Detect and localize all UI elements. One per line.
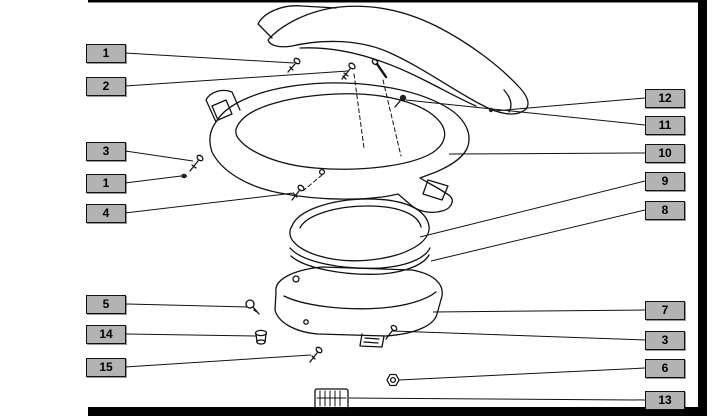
assembly-axis-lines bbox=[303, 73, 402, 191]
leader-lines bbox=[124, 52, 646, 401]
connector-part-13 bbox=[314, 388, 349, 409]
callout-7: 7 bbox=[645, 301, 685, 320]
nut-part-6 bbox=[386, 373, 400, 387]
bulb-part-5 bbox=[245, 299, 260, 315]
callout-13: 13 bbox=[645, 391, 685, 410]
callout-1b: 1 bbox=[86, 174, 126, 193]
washer-part-1-left bbox=[181, 173, 187, 179]
screw-part-3-left bbox=[189, 154, 204, 172]
callout-5: 5 bbox=[86, 295, 126, 314]
instrument-surround bbox=[205, 82, 470, 213]
callout-9: 9 bbox=[645, 172, 685, 191]
handlebar-top-cover bbox=[257, 5, 529, 115]
callout-3-right: 3 bbox=[645, 331, 685, 350]
screw-part-3-right bbox=[385, 324, 398, 340]
callout-2: 2 bbox=[86, 77, 126, 96]
instrument-gasket bbox=[289, 247, 431, 275]
callout-11: 11 bbox=[645, 116, 685, 135]
callout-4: 4 bbox=[86, 204, 126, 223]
nut-part-11 bbox=[394, 94, 407, 108]
screw-part-12-location bbox=[488, 107, 494, 113]
callout-14: 14 bbox=[86, 325, 126, 344]
callout-8: 8 bbox=[645, 201, 685, 220]
callout-1a: 1 bbox=[86, 44, 126, 63]
callout-15: 15 bbox=[86, 358, 126, 377]
callout-3-left: 3 bbox=[86, 142, 126, 161]
screw-part-4 bbox=[291, 184, 305, 201]
page-border bbox=[88, 0, 707, 416]
callout-6: 6 bbox=[645, 359, 685, 378]
screw-part-2 bbox=[341, 62, 356, 80]
screw-part-15 bbox=[309, 346, 323, 363]
bulb-holder-part-14 bbox=[254, 329, 268, 345]
instrument-cluster-body bbox=[274, 266, 443, 348]
callout-10: 10 bbox=[645, 144, 685, 163]
screw-part-1-top bbox=[287, 57, 301, 73]
callout-12: 12 bbox=[645, 89, 685, 108]
instrument-lens bbox=[289, 198, 430, 262]
